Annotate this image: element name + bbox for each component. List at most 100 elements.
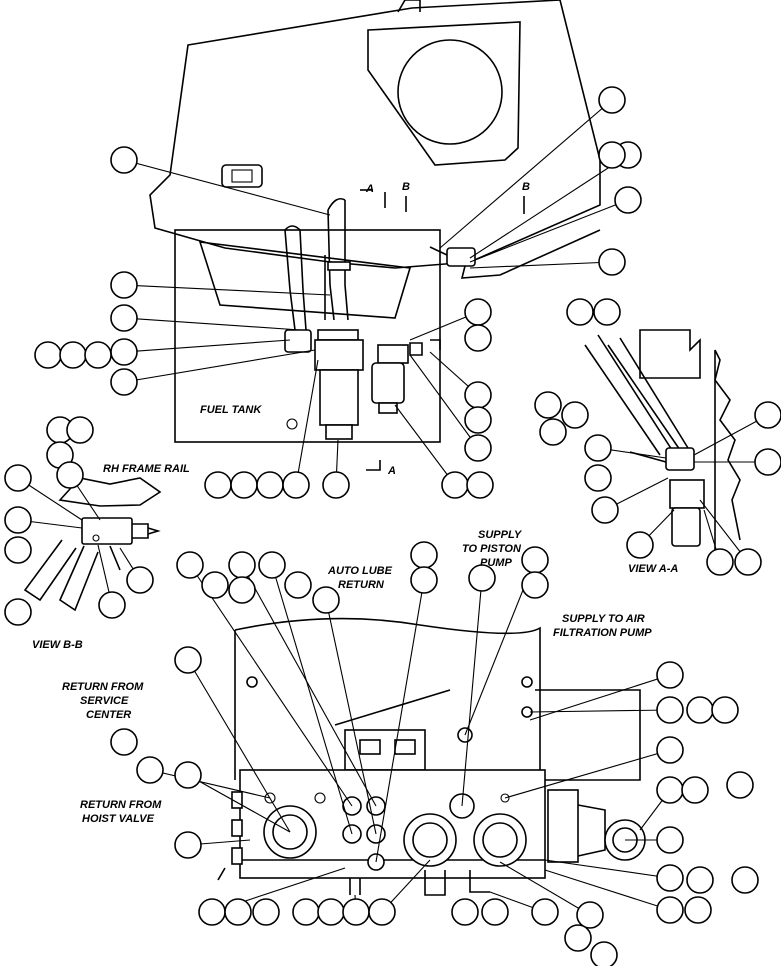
callout-balloon <box>410 566 438 594</box>
callout-balloons <box>4 86 781 966</box>
callout-balloon <box>256 471 284 499</box>
leader-line <box>394 404 456 486</box>
leader-line <box>409 354 479 449</box>
callout-balloon <box>564 924 592 952</box>
leader-lines <box>17 99 769 916</box>
drain-plug <box>286 418 298 430</box>
hose-left-end <box>284 225 301 231</box>
callout-balloon <box>174 761 202 789</box>
callout-balloon <box>531 898 559 926</box>
body-edge <box>397 0 406 13</box>
callout-balloon <box>136 756 164 784</box>
side-panel <box>535 689 641 781</box>
mount-bolt-1 <box>521 676 533 688</box>
manifold-labels: AUTO LUBE RETURN SUPPLY TO PISTON PUMP S… <box>62 529 652 825</box>
callout-balloon <box>312 586 340 614</box>
hose-right <box>327 200 349 321</box>
callout-balloon <box>754 448 781 476</box>
inner-panel <box>367 21 521 166</box>
callout-balloon <box>284 571 312 599</box>
hose-clamp <box>327 261 351 271</box>
filter-head-block <box>314 339 364 371</box>
filter-2-drain <box>378 402 398 414</box>
callout-balloon <box>292 898 320 926</box>
bb-hose-1 <box>23 539 77 602</box>
leader-line <box>295 359 319 486</box>
aa-valve <box>665 447 695 471</box>
callout-balloon <box>734 548 762 576</box>
valve-nozzle <box>429 246 448 256</box>
section-markers: A B B A <box>360 181 530 477</box>
frame-rail-section <box>58 477 162 507</box>
callout-balloon <box>464 324 492 352</box>
callout-balloon <box>59 341 87 369</box>
leader-line <box>544 859 671 879</box>
leader-line <box>123 349 316 383</box>
callout-balloon <box>56 461 84 489</box>
supply-piston-label-1: SUPPLY <box>478 529 523 541</box>
leader-line <box>149 769 271 799</box>
callout-balloon <box>534 391 562 419</box>
leader-line <box>325 599 377 835</box>
auto-lube-label-2: RETURN <box>338 579 385 591</box>
leader-line <box>241 564 377 807</box>
callout-balloon <box>464 298 492 326</box>
callout-balloon <box>258 551 286 579</box>
leader-line <box>187 659 291 833</box>
callout-balloon <box>201 571 229 599</box>
view-bb-label: VIEW B-B <box>32 639 83 651</box>
view-b-b: RH FRAME RAIL VIEW B-B <box>23 463 190 651</box>
filter-head <box>317 329 359 341</box>
fuel-tank-box <box>174 229 441 443</box>
hose-right-end <box>327 197 346 211</box>
callout-balloon <box>464 434 492 462</box>
bb-valve-nozzle <box>147 527 161 535</box>
return-service-label-2: SERVICE <box>80 695 129 707</box>
callout-balloon <box>110 338 138 366</box>
callout-balloon <box>591 496 619 524</box>
callout-balloon <box>441 471 469 499</box>
callout-balloon <box>656 776 684 804</box>
aa-filter-element <box>671 507 701 547</box>
fuel-gauge-inner <box>231 169 253 183</box>
leader-line <box>469 261 613 269</box>
filter-element <box>319 369 359 426</box>
return-hoist-label-1: RETURN FROM <box>80 799 162 811</box>
upper-fitting-1 <box>359 739 381 755</box>
upper-fitting-2 <box>394 739 416 755</box>
callout-balloon <box>252 898 280 926</box>
leader-line <box>375 579 425 863</box>
leader-line <box>529 674 671 721</box>
elbow-fitting <box>409 342 423 356</box>
lower-pipe-1 <box>349 878 361 895</box>
callout-balloon <box>598 141 626 169</box>
aa-hose-1 <box>584 334 673 456</box>
callout-balloon <box>98 591 126 619</box>
callout-balloon <box>4 464 32 492</box>
callout-balloon <box>521 546 549 574</box>
callout-balloon <box>198 898 226 926</box>
leader-line <box>504 749 671 799</box>
auto-lube-label-1: AUTO LUBE <box>327 565 393 577</box>
bb-hose-2 <box>58 545 99 612</box>
callout-balloon <box>410 541 438 569</box>
callout-balloon <box>584 464 612 492</box>
return-hoist-label-2: HOIST VALVE <box>82 813 155 825</box>
callout-balloon <box>684 896 712 924</box>
leader-line <box>529 709 671 713</box>
callout-balloon <box>228 551 256 579</box>
callout-balloon <box>176 551 204 579</box>
callout-balloon <box>706 548 734 576</box>
callout-balloon <box>317 898 345 926</box>
valve-fitting <box>446 247 476 267</box>
elbow-fitting-2 <box>430 339 441 350</box>
section-a-bottom-label: A <box>387 465 396 477</box>
return-service-label-1: RETURN FROM <box>62 681 144 693</box>
leader-line <box>499 861 591 916</box>
filter-2-head <box>377 344 409 364</box>
callout-balloon <box>598 248 626 276</box>
fitting-left <box>284 329 312 353</box>
left-fitting-3 <box>231 847 243 865</box>
callout-balloon <box>174 831 202 859</box>
